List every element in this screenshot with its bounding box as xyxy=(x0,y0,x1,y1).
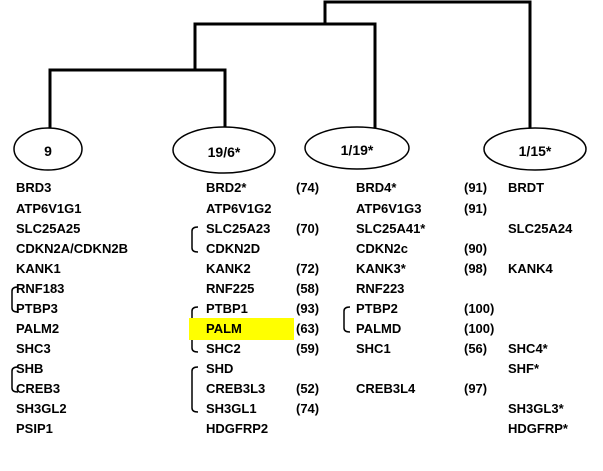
gene-name: RNF223 xyxy=(356,281,405,296)
gene-name: CDKN2D xyxy=(206,241,261,256)
gene-score: (59) xyxy=(296,341,320,356)
gene-name: SLC25A24 xyxy=(508,221,573,236)
gene-name: KANK3* xyxy=(356,261,406,276)
gene-name: SLC25A25 xyxy=(16,221,81,236)
node-ellipse-1-15 xyxy=(483,127,587,171)
gene-name: CDKN2c xyxy=(356,241,409,256)
gene-name: PALM2 xyxy=(16,321,60,336)
gene-name: SHC2 xyxy=(206,341,241,356)
root-branch xyxy=(323,0,532,129)
gene-name: ATP6V1G2 xyxy=(206,201,272,216)
gene-score: (100) xyxy=(464,321,495,336)
gene-score: (97) xyxy=(464,381,488,396)
gene-score: (72) xyxy=(296,261,320,276)
leaf-branch xyxy=(48,68,227,130)
gene-name: BRDT xyxy=(508,180,545,195)
gene-name: SLC25A41* xyxy=(356,221,426,236)
node-label-9: 9 xyxy=(44,143,52,159)
gene-name: SHC1 xyxy=(356,341,391,356)
gene-group-bracket xyxy=(191,366,199,413)
gene-name: SHF* xyxy=(508,361,540,376)
gene-name: PTBP1 xyxy=(206,301,248,316)
gene-name: CREB3L4 xyxy=(356,381,416,396)
gene-group-bracket xyxy=(191,226,199,253)
gene-group-bracket xyxy=(343,306,351,333)
gene-score: (70) xyxy=(296,221,320,236)
gene-name: SH3GL2 xyxy=(16,401,67,416)
gene-score: (98) xyxy=(464,261,488,276)
gene-name: SH3GL3* xyxy=(508,401,564,416)
gene-score: (63) xyxy=(296,321,320,336)
gene-group-bracket xyxy=(11,366,19,393)
gene-name: SLC25A23 xyxy=(206,221,271,236)
gene-name: BRD2* xyxy=(206,180,247,195)
inner-branch xyxy=(193,22,377,129)
gene-name: KANK2 xyxy=(206,261,251,276)
node-ellipse-19-6 xyxy=(172,126,276,174)
node-label-19-6: 19/6* xyxy=(207,144,241,160)
gene-name: HDGFRP* xyxy=(508,421,568,436)
gene-name: SH3GL1 xyxy=(206,401,257,416)
gene-name: PALMD xyxy=(356,321,402,336)
gene-score: (74) xyxy=(296,401,320,416)
gene-score: (90) xyxy=(464,241,488,256)
gene-name: CREB3L3 xyxy=(206,381,266,396)
node-ellipse-9 xyxy=(13,127,83,171)
gene-name: HDGFRP2 xyxy=(206,421,269,436)
gene-name: RNF225 xyxy=(206,281,255,296)
gene-name: KANK1 xyxy=(16,261,61,276)
gene-name: ATP6V1G1 xyxy=(16,201,82,216)
gene-name: ATP6V1G3 xyxy=(356,201,422,216)
gene-name: PSIP1 xyxy=(16,421,53,436)
gene-name: PTBP2 xyxy=(356,301,398,316)
gene-score: (91) xyxy=(464,201,488,216)
gene-score: (91) xyxy=(464,180,488,195)
gene-name: BRD4* xyxy=(356,180,397,195)
gene-name: PTBP3 xyxy=(16,301,58,316)
gene-score: (58) xyxy=(296,281,320,296)
gene-name: CDKN2A/CDKN2B xyxy=(16,241,128,256)
gene-name: SHC4* xyxy=(508,341,548,356)
gene-score: (52) xyxy=(296,381,320,396)
gene-score: (100) xyxy=(464,301,495,316)
node-ellipse-1-19 xyxy=(304,126,410,170)
gene-name: SHB xyxy=(16,361,44,376)
gene-name: PALM xyxy=(206,321,242,336)
node-label-1-19: 1/19* xyxy=(340,142,374,158)
gene-score: (93) xyxy=(296,301,320,316)
gene-name: KANK4 xyxy=(508,261,553,276)
gene-name: SHC3 xyxy=(16,341,51,356)
gene-highlight xyxy=(189,318,294,340)
gene-score: (74) xyxy=(296,180,320,195)
gene-name: SHD xyxy=(206,361,234,376)
gene-group-bracket xyxy=(11,286,19,313)
gene-name: CREB3 xyxy=(16,381,61,396)
gene-name: BRD3 xyxy=(16,180,52,195)
gene-score: (56) xyxy=(464,341,488,356)
gene-name: RNF183 xyxy=(16,281,65,296)
node-label-1-15: 1/15* xyxy=(518,143,552,159)
